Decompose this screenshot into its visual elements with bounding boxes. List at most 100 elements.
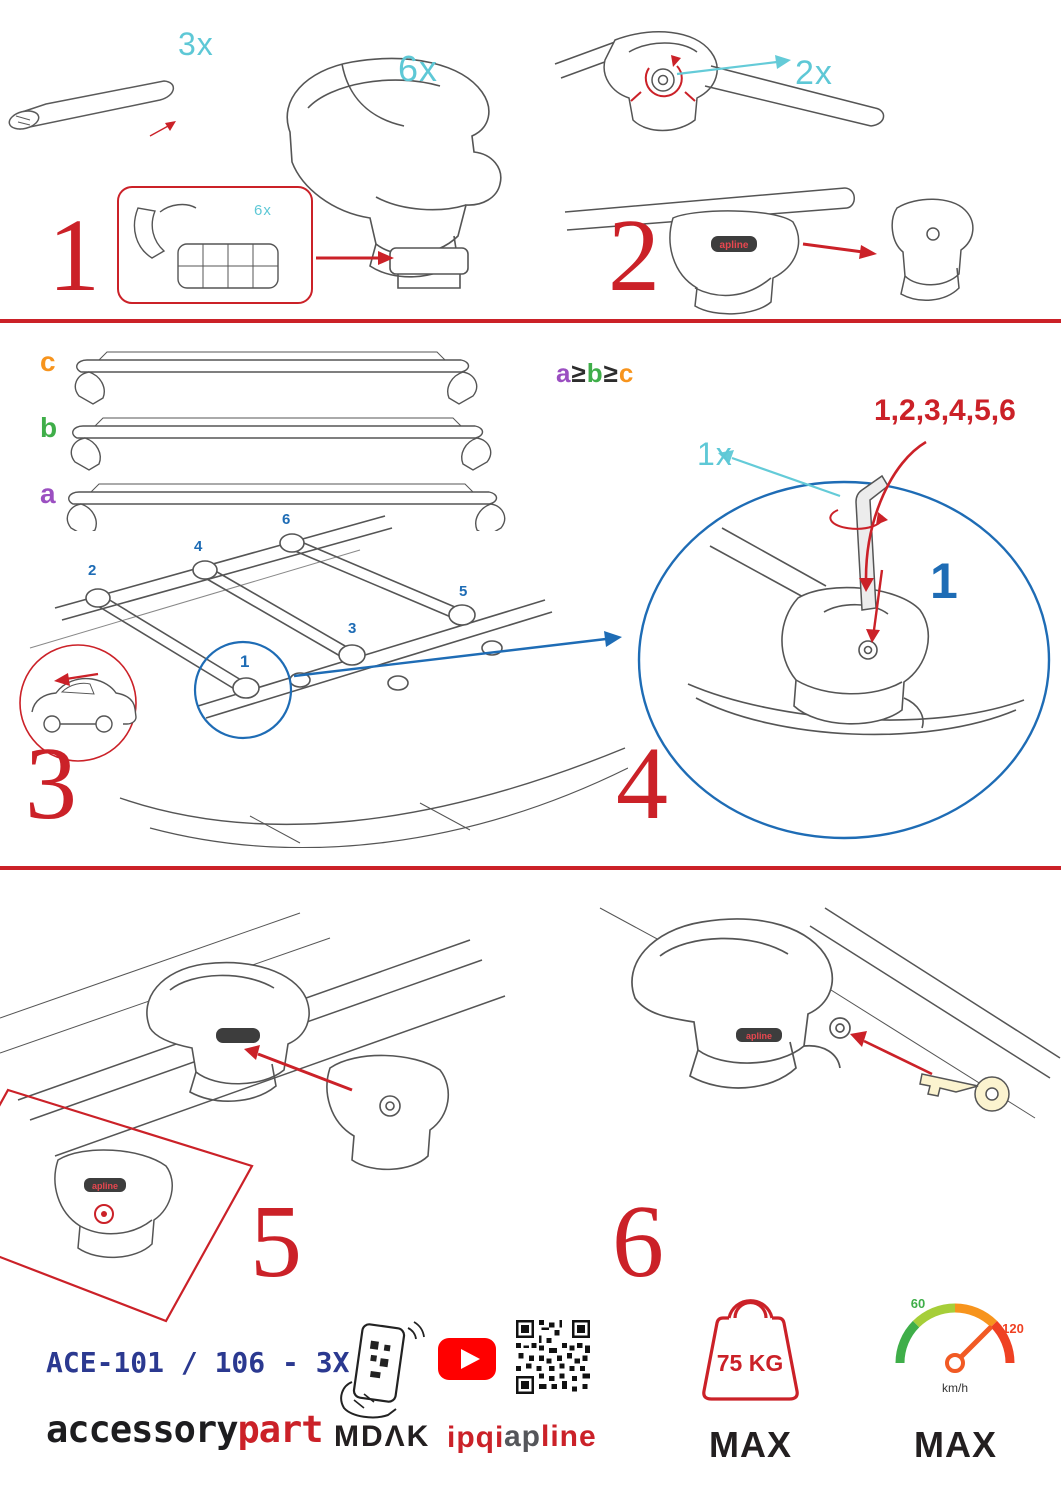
foot-lock-drawing (631, 918, 851, 1089)
brand-logo: accessorypart (46, 1408, 324, 1451)
foot-quantity-label: 6x (398, 48, 439, 89)
apline-logo-on-foot: apline (720, 240, 749, 251)
mount-order-3: 3 (348, 620, 357, 637)
model-number: ACE-101 / 106 - 3X (46, 1346, 350, 1379)
foot-topview-drawing (554, 31, 885, 132)
step4-zoom-illustration (637, 440, 1051, 840)
apline-line: line (541, 1420, 597, 1453)
red-arrowhead (859, 578, 874, 592)
tightening-sequence-label: 1,2,3,4,5,6 (874, 394, 1016, 427)
apline-ap: ap (504, 1420, 542, 1453)
red-arrowhead (876, 512, 888, 525)
red-arrow-endcap (802, 242, 864, 254)
speed-unit-label: km/h (942, 1381, 968, 1395)
rule-b: b (586, 358, 604, 388)
foot-underside-drawing (133, 203, 279, 289)
rule-a: a (556, 358, 572, 388)
rule-c: c (618, 358, 635, 388)
tool-quantity-label: 1x (697, 436, 733, 472)
bar-with-foot-drawing (564, 187, 855, 315)
bar-quantity-label: 3x (178, 26, 214, 62)
step2-number: 2 (608, 198, 660, 313)
phone-scan-icon (340, 1321, 425, 1419)
red-sequence-arrow (864, 440, 927, 579)
red-arrowhead (54, 673, 70, 686)
bar-label-c: c (40, 346, 56, 377)
rule-ge2: ≥ (603, 358, 619, 388)
lock-detail-drawing (54, 1149, 173, 1258)
bar-label-a: a (40, 478, 56, 509)
key-drawing (919, 1073, 1010, 1112)
bar-a-drawing (66, 483, 506, 531)
red-arrowhead (378, 251, 394, 265)
crossbars-on-roof-drawing (85, 533, 503, 699)
lock-detail-frame (0, 1088, 254, 1323)
rule-ge1: ≥ (571, 358, 587, 388)
roof-mounting-illustration (19, 515, 628, 848)
zoom-source-circle (193, 640, 293, 740)
step3-number: 3 (25, 726, 77, 841)
apline-logo-on-foot: apline (746, 1031, 772, 1041)
mdak-logo: MDΛK (334, 1420, 431, 1453)
step5-number: 5 (250, 1184, 302, 1299)
foot-on-rail-drawing (146, 961, 310, 1102)
size-rule: a≥b≥c (556, 358, 634, 389)
red-arrowhead (850, 1031, 867, 1047)
red-arrowhead (859, 245, 877, 259)
car-direction-arrow (65, 672, 99, 681)
mount-order-5: 5 (459, 583, 468, 600)
qr-code-icon (516, 1320, 590, 1394)
bolt-quantity-label: 2x (795, 54, 833, 92)
mount-order-2: 2 (88, 562, 97, 579)
apline-logo: apline (504, 1420, 597, 1454)
red-rotate-arrow (644, 65, 683, 98)
red-key-arrow (863, 1039, 933, 1076)
end-support-drawing (891, 198, 974, 301)
bar-sizes-illustration (66, 351, 506, 531)
red-slide-arrow (257, 1052, 353, 1092)
zoom-circle (637, 480, 1051, 840)
max-load-label: MAX (709, 1424, 792, 1465)
ipqi-logo: ipqi (447, 1421, 505, 1454)
cover-piece-drawing (326, 1054, 449, 1171)
foot-drawing (286, 57, 502, 289)
step5-illustration: apline (0, 912, 506, 1323)
max-speed-label: MAX (914, 1424, 997, 1465)
foot-zoom-drawing (687, 527, 1025, 736)
red-press-arrows (630, 91, 696, 102)
mount-order-1: 1 (240, 652, 250, 671)
mount-order-4: 4 (194, 538, 203, 555)
max-load-value: 75 KG (717, 1350, 783, 1376)
bar-b-drawing (70, 417, 492, 471)
phone-qr-pixels (369, 1340, 391, 1379)
cyan-arrow-qty (676, 60, 778, 76)
inset-box (117, 186, 313, 304)
step6-illustration: apline (599, 907, 1061, 1119)
section-divider-1 (0, 319, 1061, 323)
cyan-arrowhead (775, 55, 791, 69)
youtube-icon (438, 1338, 496, 1380)
brand-accessory: accessory (46, 1408, 238, 1451)
step6-number: 6 (612, 1184, 664, 1299)
red-arrowhead (866, 629, 880, 643)
step2-illustration: apline (554, 31, 974, 315)
bar-c-drawing (74, 351, 478, 405)
step1-number: 1 (48, 198, 100, 313)
red-arrowhead (165, 121, 176, 131)
cyan-arrowhead (718, 450, 734, 464)
speed-low-label: 60 (911, 1296, 925, 1311)
sequence-first-number: 1 (930, 553, 958, 609)
apline-logo-on-foot: apline (92, 1181, 118, 1191)
zoom-arrowhead (604, 631, 622, 647)
zoom-arrow (293, 637, 607, 678)
cyan-arrow-tool (731, 456, 841, 498)
speed-high-label: 120 (1002, 1321, 1024, 1336)
inset-quantity-label: 6x (254, 202, 272, 219)
step4-number: 4 (616, 726, 668, 841)
speedometer-icon: 60 120 km/h (895, 1296, 1024, 1395)
red-arrow-bar-slot (149, 124, 171, 137)
car-inset-circle (19, 644, 137, 762)
red-tighten-arrow (872, 569, 884, 631)
section-divider-2 (0, 866, 1061, 870)
